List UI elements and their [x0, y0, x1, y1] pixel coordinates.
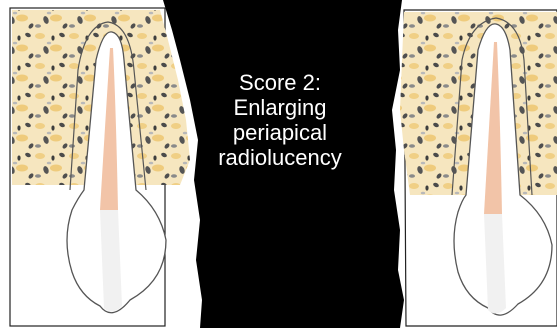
caption-line-1: Score 2:	[200, 70, 360, 95]
caption-line-2: Enlarging	[200, 95, 360, 120]
score-caption: Score 2: Enlarging periapical radiolucen…	[200, 70, 360, 170]
caption-line-3: periapical	[200, 120, 360, 145]
caption-line-4: radiolucency	[200, 145, 360, 170]
right-tooth-diagram	[400, 10, 557, 326]
left-tooth-diagram	[10, 8, 190, 326]
